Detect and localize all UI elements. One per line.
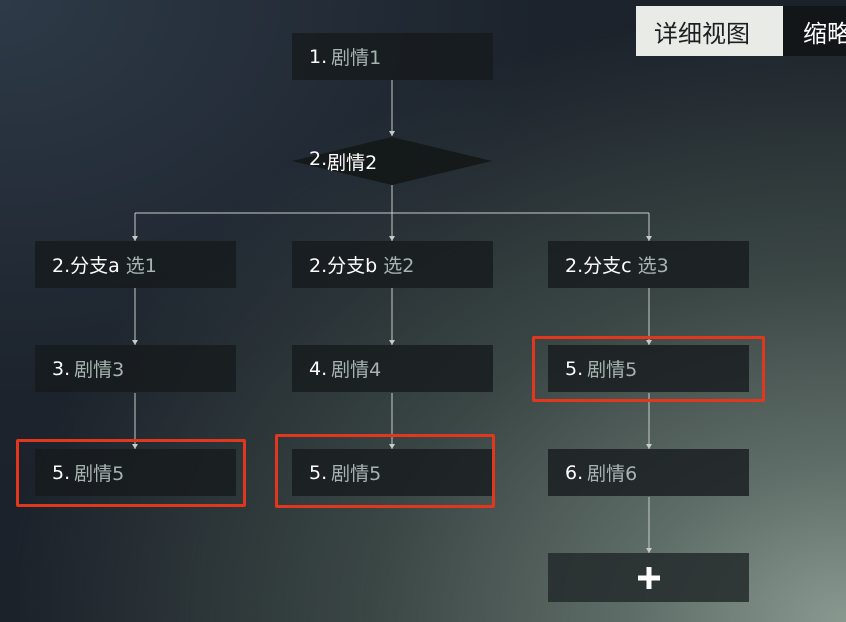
arrow-head: [389, 236, 395, 241]
node-title: 剧情5: [331, 463, 382, 485]
node-number: 3.: [52, 357, 71, 380]
node-title: 剧情3: [74, 359, 125, 381]
node-plot-5-branch-c[interactable]: 5. 剧情5: [548, 345, 749, 392]
node-title: 剧情6: [587, 463, 638, 485]
branch-label: 2.分支b: [309, 255, 378, 277]
node-title: 剧情2: [327, 151, 378, 174]
node-number: 5.: [565, 357, 584, 380]
node-plot-2-decision[interactable]: 2. 剧情2: [292, 137, 492, 185]
branch-choice: 选1: [125, 255, 157, 277]
add-node-button[interactable]: [548, 553, 749, 602]
node-plot-5-branch-a[interactable]: 5. 剧情5: [35, 449, 236, 496]
arrow-head: [132, 236, 138, 241]
node-plot-5-branch-b[interactable]: 5. 剧情5: [292, 449, 493, 496]
node-title: 剧情4: [331, 359, 382, 381]
node-title: 剧情5: [74, 463, 125, 485]
node-plot-3[interactable]: 3. 剧情3: [35, 345, 236, 392]
arrow-head: [646, 340, 652, 345]
node-branch-c[interactable]: 2.分支c 选3: [548, 241, 749, 288]
node-number: 4.: [309, 357, 328, 380]
node-number: 1.: [309, 45, 328, 68]
node-number: 6.: [565, 461, 584, 484]
arrow-head: [132, 444, 138, 449]
view-toolbar: 详细视图 缩略: [636, 6, 846, 56]
diamond-shape: [292, 137, 492, 185]
node-number: 5.: [309, 461, 328, 484]
node-number: 5.: [52, 461, 71, 484]
arrow-head: [646, 548, 652, 553]
tab-detail-view[interactable]: 详细视图: [636, 6, 783, 56]
node-plot-4[interactable]: 4. 剧情4: [292, 345, 493, 392]
branch-choice: 选3: [637, 255, 669, 277]
branch-label: 2.分支c: [565, 255, 632, 277]
node-title: 剧情5: [587, 359, 638, 381]
arrow-head: [132, 340, 138, 345]
plus-icon: [637, 566, 660, 589]
arrow-head: [646, 444, 652, 449]
node-plot-6[interactable]: 6. 剧情6: [548, 449, 749, 496]
node-number: 2.: [309, 147, 328, 170]
branch-label: 2.分支a: [52, 255, 120, 277]
branch-choice: 选2: [383, 255, 415, 277]
node-plot-1[interactable]: 1. 剧情1: [292, 33, 493, 80]
arrow-head: [389, 444, 395, 449]
arrow-head: [389, 131, 395, 136]
tab-thumbnail-view[interactable]: 缩略: [783, 6, 846, 56]
arrow-head: [389, 340, 395, 345]
node-title: 剧情1: [331, 47, 382, 69]
arrow-head: [646, 236, 652, 241]
node-branch-b[interactable]: 2.分支b 选2: [292, 241, 493, 288]
node-branch-a[interactable]: 2.分支a 选1: [35, 241, 236, 288]
